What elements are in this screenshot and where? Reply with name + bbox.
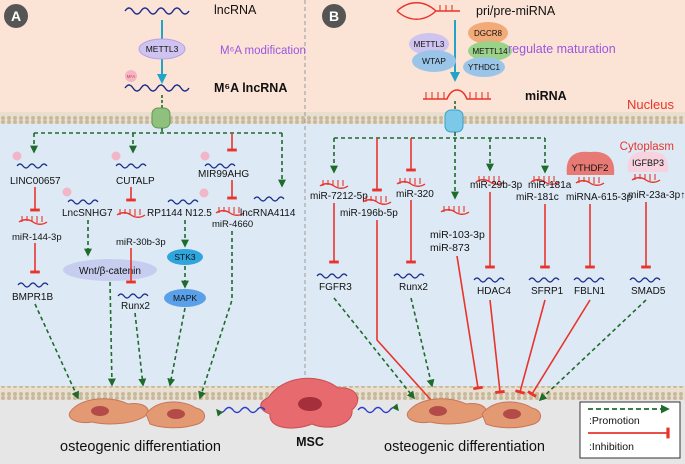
mir-181a: miR-181a xyxy=(528,180,572,191)
m6a-marker xyxy=(125,70,137,82)
m6a-lncrna-label: M⁶A lncRNA xyxy=(214,81,287,95)
svg-text:DGCR8: DGCR8 xyxy=(474,29,503,38)
mirna-615-3p: miRNA-615-3p xyxy=(566,192,633,203)
m6a-lncrna-helix xyxy=(124,84,190,92)
modification-label: M⁶A modification xyxy=(220,45,306,57)
target-bmpr1b: BMPR1B xyxy=(12,292,53,303)
mirna-duplex xyxy=(423,89,491,100)
pathway-mapk: MAPK xyxy=(173,293,197,303)
reader-igfbp3: IGFBP3 xyxy=(632,158,664,168)
legend: :Promotion :Inhibition xyxy=(579,401,681,459)
lnc-snhg7: LncSNHG7 xyxy=(62,208,113,219)
precursor-label: pri/pre-miRNA xyxy=(476,4,556,18)
svg-text:M⁶A: M⁶A xyxy=(127,74,136,79)
nuclear-pore-b xyxy=(444,109,464,133)
mir-23a-3p: miR-23a-3p↑ xyxy=(628,190,685,201)
target-fgfr3: FGFR3 xyxy=(319,282,352,293)
lnc-4114: lncRNA4114 xyxy=(240,208,296,219)
lnc-mir99ahg: MIR99AHG xyxy=(198,169,249,180)
mir-103-3p: miR-103-3p xyxy=(430,229,485,241)
osteoblast-cells-b xyxy=(406,398,541,429)
panel-a-badge: A xyxy=(4,4,28,28)
wtap-b xyxy=(412,50,456,72)
svg-text:YTHDC1: YTHDC1 xyxy=(468,63,501,72)
nucleus-label: Nucleus xyxy=(627,97,674,112)
mir-320: miR-320 xyxy=(396,189,434,200)
cell-label: MSC xyxy=(296,435,324,449)
nuclear-pore-a xyxy=(151,107,171,129)
mettl3-b xyxy=(409,33,449,55)
legend-promotion: :Promotion xyxy=(589,415,640,427)
svg-text:METTL14: METTL14 xyxy=(472,47,508,56)
ythdc1-b xyxy=(463,57,505,77)
reader-ythdf2: YTHDF2 xyxy=(572,163,609,174)
m6a-marker xyxy=(62,187,72,197)
mir-4660: miR-4660 xyxy=(212,219,253,230)
outcome-b: osteogenic differentiation xyxy=(384,439,545,455)
osteoblast-cells-a xyxy=(68,398,205,429)
lncrna-label: lncRNA xyxy=(214,3,257,17)
igfbp3-blob xyxy=(627,151,669,172)
msc-cell xyxy=(260,377,359,429)
pathway-stk3: STK3 xyxy=(174,252,196,262)
signal-wave-right xyxy=(357,403,399,414)
maturation-label: regulate maturation xyxy=(508,42,616,56)
svg-text:B: B xyxy=(329,8,339,24)
svg-text:WTAP: WTAP xyxy=(422,56,446,66)
lnc-cutalp: CUTALP xyxy=(116,176,155,187)
legend-inhibition: :Inhibition xyxy=(589,441,634,453)
m6a-marker xyxy=(111,151,121,161)
mir-196b-5p: miR-196b-5p xyxy=(340,208,398,219)
target-runx2-a: Runx2 xyxy=(121,301,150,312)
signal-wave-left xyxy=(216,406,266,417)
target-smad5: SMAD5 xyxy=(631,286,666,297)
target-runx2-b: Runx2 xyxy=(399,282,428,293)
mir-873: miR-873 xyxy=(430,242,470,254)
mir-144-3p: miR-144-3p xyxy=(12,232,62,243)
mir-30b-3p: miR-30b-3p xyxy=(116,237,166,248)
svg-text:A: A xyxy=(11,8,21,24)
mirna-label: miRNA xyxy=(525,89,567,103)
m6a-marker xyxy=(12,151,22,161)
mir-181c: miR-181c xyxy=(516,192,559,203)
mettl3-enzyme xyxy=(138,38,186,60)
lncrna-helix xyxy=(124,7,190,15)
panel-b-badge: B xyxy=(322,4,346,28)
target-fbln1: FBLN1 xyxy=(574,286,606,297)
m6a-marker xyxy=(199,188,209,198)
dgcr8-b xyxy=(468,22,508,44)
nuclear-membrane xyxy=(0,112,685,124)
target-sfrp1: SFRP1 xyxy=(531,286,564,297)
wnt-pathway-oval xyxy=(63,259,157,281)
target-hdac4: HDAC4 xyxy=(477,286,511,297)
pri-mirna-hairpin xyxy=(396,2,460,20)
pathway-wnt: Wnt/β-catenin xyxy=(79,266,141,277)
mettl14-b xyxy=(468,41,512,61)
writer-label: METTL3 xyxy=(146,44,179,54)
lnc-linc00657: LINC00657 xyxy=(10,176,61,187)
mir-29b-3p: miR-29b-3p xyxy=(470,180,523,191)
ythdf2-blob xyxy=(566,151,615,175)
mir-7212-5p: miR-7212-5p xyxy=(310,191,368,202)
stk3-oval xyxy=(167,249,203,265)
mapk-oval xyxy=(164,289,206,307)
cytoplasm-label: Cytoplasm xyxy=(620,141,674,153)
m6a-marker xyxy=(200,151,210,161)
svg-text:METTL3: METTL3 xyxy=(414,40,445,49)
lnc-rp1144: RP1144 N12.5 xyxy=(147,208,212,219)
outcome-a: osteogenic differentiation xyxy=(60,439,221,455)
